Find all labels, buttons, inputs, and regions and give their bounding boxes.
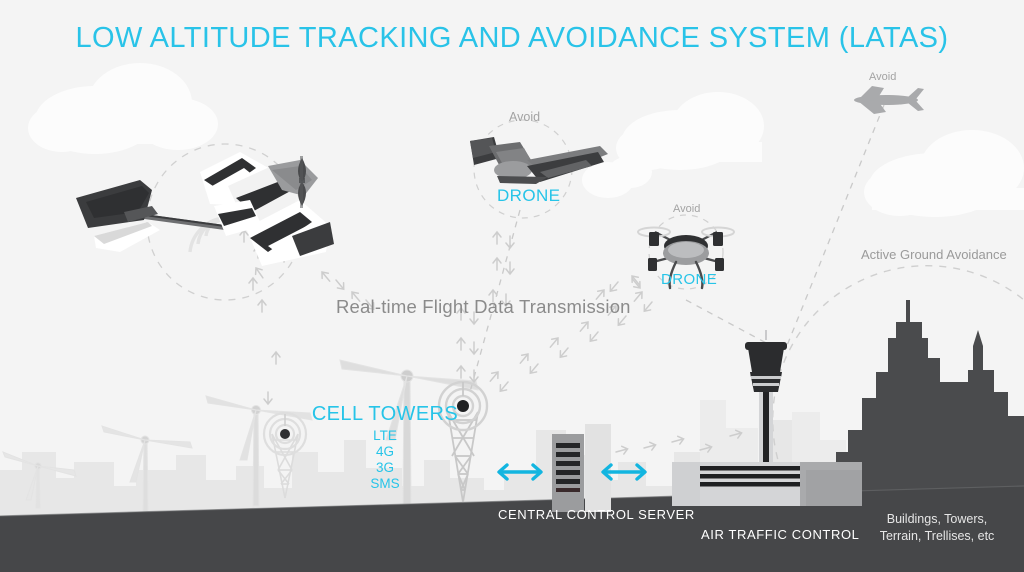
cell-towers-heading: CELL TOWERS	[311, 403, 459, 425]
wing-drone-avoid-label: Avoid	[509, 110, 541, 124]
page-title: LOW ALTITUDE TRACKING AND AVOIDANCE SYST…	[75, 22, 949, 54]
cell-tech-lte: LTE	[373, 428, 397, 443]
uav-tail	[76, 180, 160, 252]
cell-tech-3g: 3G	[375, 460, 394, 475]
ground-avoidance-label: Active Ground Avoidance	[861, 247, 1007, 262]
uav-wings	[200, 152, 334, 266]
wing-drone-label: DRONE	[497, 186, 561, 205]
quad-drone-label: DRONE	[661, 271, 718, 288]
air-traffic-control-label: AIR TRAFFIC CONTROL	[701, 527, 860, 542]
cloud-icon	[28, 63, 1024, 217]
uav-boom	[137, 213, 232, 231]
obstacles-label-line1: Buildings, Towers,	[886, 512, 988, 526]
cell-tech-sms: SMS	[370, 476, 400, 491]
transmission-label: Real-time Flight Data Transmission	[336, 296, 631, 317]
ground-plane	[0, 486, 1024, 572]
cell-tech-4g: 4G	[375, 444, 394, 459]
exchange-arrow-icon	[497, 463, 647, 481]
airplane-silhouette	[854, 86, 924, 114]
obstacles-label-line2: Terrain, Trellises, etc	[879, 529, 995, 543]
avoidance-radius-circle	[648, 214, 724, 290]
uav-propeller	[298, 156, 306, 208]
quad-drone-avoid-label: Avoid	[673, 203, 701, 215]
airplane-avoid-label: Avoid	[869, 71, 897, 83]
cell-tower-left	[262, 411, 308, 499]
central-server-label: CENTRAL CONTROL SERVER	[498, 507, 695, 522]
cell-tower-right	[437, 380, 489, 503]
